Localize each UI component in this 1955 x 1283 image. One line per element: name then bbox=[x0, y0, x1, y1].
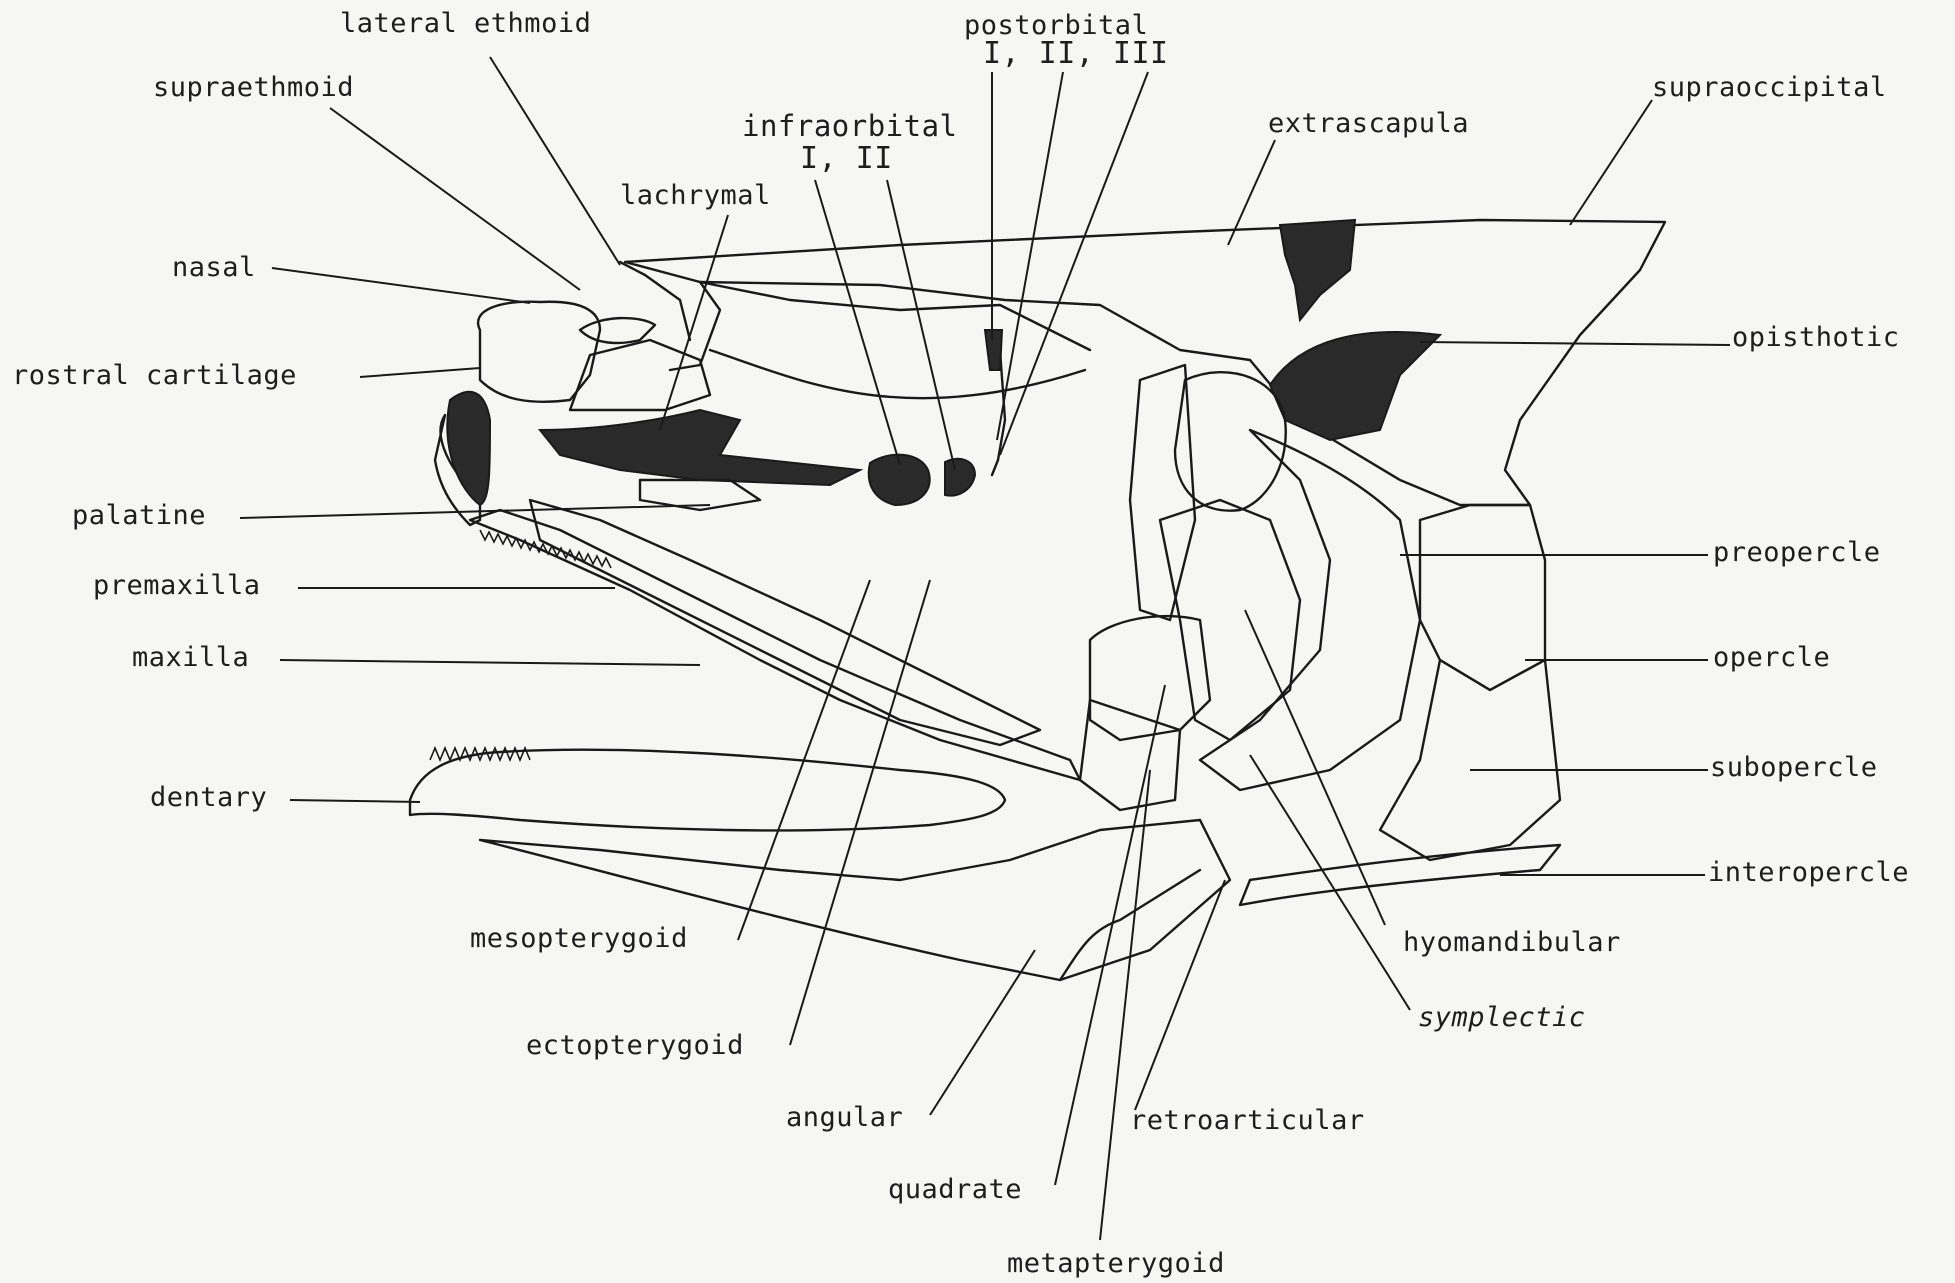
label-lachrymal: lachrymal bbox=[620, 180, 771, 212]
label-dentary: dentary bbox=[150, 782, 267, 814]
label-angular: angular bbox=[786, 1102, 903, 1134]
label-postorbital-numerals: I, II, III bbox=[983, 38, 1169, 70]
label-supraethmoid: supraethmoid bbox=[153, 72, 354, 104]
leader-infraorbital-2 bbox=[887, 180, 955, 470]
label-nasal: nasal bbox=[172, 252, 256, 284]
label-opercle: opercle bbox=[1713, 642, 1830, 674]
leader-supraoccipital bbox=[1570, 100, 1652, 225]
label-metapterygoid: metapterygoid bbox=[1007, 1248, 1225, 1280]
leader-lateral-ethmoid bbox=[490, 57, 620, 265]
label-mesopterygoid: mesopterygoid bbox=[470, 923, 688, 955]
leader-lachrymal bbox=[660, 215, 728, 430]
label-supraoccipital: supraoccipital bbox=[1652, 72, 1887, 104]
label-infraorbital: infraorbital bbox=[742, 110, 958, 142]
leader-postorbital-2 bbox=[997, 72, 1063, 440]
label-interopercle: interopercle bbox=[1708, 857, 1909, 889]
leader-postorbital-3 bbox=[1000, 72, 1148, 455]
leader-symplectic bbox=[1250, 755, 1410, 1010]
leader-metapterygoid bbox=[1100, 770, 1150, 1240]
leader-infraorbital-1 bbox=[815, 180, 900, 465]
label-preopercle: preopercle bbox=[1713, 537, 1881, 569]
label-rostral-cartilage: rostral cartilage bbox=[12, 360, 297, 392]
leader-retroarticular bbox=[1135, 880, 1225, 1110]
leader-dentary bbox=[290, 800, 420, 802]
label-retroarticular: retroarticular bbox=[1130, 1105, 1365, 1137]
label-hyomandibular: hyomandibular bbox=[1403, 927, 1621, 959]
label-maxilla: maxilla bbox=[132, 642, 249, 674]
leader-palatine bbox=[240, 505, 710, 518]
label-extrascapula: extrascapula bbox=[1268, 108, 1469, 140]
leader-extrascapula bbox=[1228, 140, 1275, 245]
leader-supraethmoid bbox=[330, 108, 580, 290]
leader-maxilla bbox=[280, 660, 700, 665]
leader-nasal bbox=[272, 268, 530, 303]
label-premaxilla: premaxilla bbox=[93, 570, 261, 602]
leader-opisthotic bbox=[1420, 342, 1730, 345]
label-lateral-ethmoid: lateral ethmoid bbox=[340, 8, 591, 40]
leader-mesopterygoid bbox=[738, 580, 870, 940]
leader-ectopterygoid bbox=[790, 580, 930, 1045]
label-quadrate: quadrate bbox=[888, 1174, 1022, 1206]
label-palatine: palatine bbox=[72, 500, 206, 532]
label-symplectic: symplectic bbox=[1418, 1002, 1586, 1034]
label-ectopterygoid: ectopterygoid bbox=[526, 1030, 744, 1062]
label-infraorbital-numerals: I, II bbox=[800, 143, 893, 175]
leader-angular bbox=[930, 950, 1035, 1115]
label-subopercle: subopercle bbox=[1710, 752, 1878, 784]
label-opisthotic: opisthotic bbox=[1732, 322, 1900, 354]
leader-rostral-cartilage bbox=[360, 368, 480, 377]
leader-hyomandibular bbox=[1245, 610, 1385, 925]
